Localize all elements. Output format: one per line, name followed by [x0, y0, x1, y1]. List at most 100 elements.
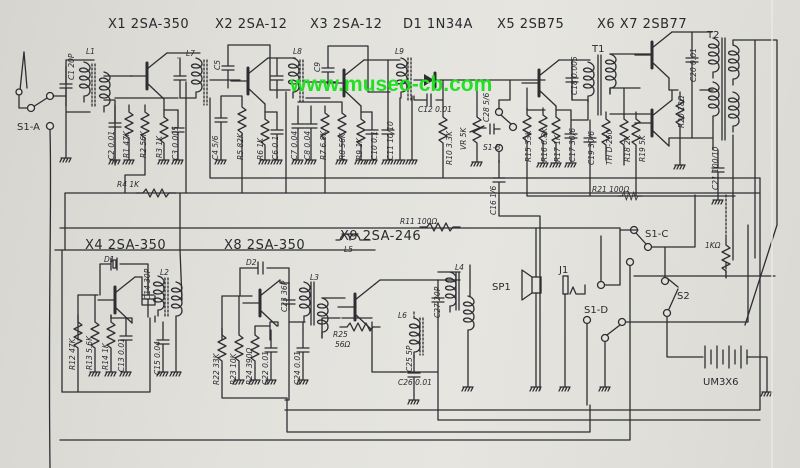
label-c27: C27 20P	[433, 286, 442, 318]
transformer-t2-primary	[707, 37, 720, 79]
switch-s1-b[interactable]	[494, 79, 518, 164]
label-r6: R6 1K	[256, 137, 265, 160]
label-r17: R17 1K	[553, 134, 562, 162]
transformer-t2-primary-lower	[707, 81, 720, 123]
coil-l1-secondary	[98, 71, 111, 113]
switch-s1-c[interactable]	[59, 194, 696, 441]
label-c10: C10 0.1	[370, 131, 379, 160]
label-r7: R7 6.8K	[319, 130, 328, 160]
label-l1: L1	[86, 47, 95, 56]
ground-icon	[673, 164, 686, 170]
label-l7: L7	[186, 49, 195, 58]
label-c4: C4 5/6	[211, 135, 220, 160]
label-r13: R13 5.6K	[85, 335, 94, 370]
label-l2: L2	[160, 268, 169, 277]
ground-icon	[407, 399, 420, 405]
header-d1: D1 1N34A	[403, 17, 473, 32]
label-r8: R8 56K	[338, 132, 347, 160]
label-c6: C6 0.1	[271, 136, 280, 160]
label-r5: R5 82K	[236, 132, 245, 160]
header-x8: X8 2SA-350	[224, 238, 305, 253]
label-r1: R1 47K	[122, 130, 131, 158]
label-l8: L8	[293, 47, 302, 56]
label-r12: R12 47K	[68, 337, 77, 370]
transistor-x6	[633, 30, 674, 80]
header-x2: X2 2SA-12	[215, 17, 287, 32]
label-s1-c: S1-C	[645, 229, 668, 240]
label-1k-ohm: 1KΩ	[705, 241, 721, 250]
label-c14: C14 30P	[143, 268, 152, 300]
transistor-x9	[336, 282, 377, 332]
transistor-x8	[241, 278, 282, 328]
label-c16: C16 1/6	[489, 186, 498, 215]
header-x4: X4 2SA-350	[85, 238, 166, 253]
resistor-r4	[135, 188, 177, 198]
label-c28: C28 5/6	[482, 93, 491, 122]
label-r3: R3 1K	[155, 135, 164, 158]
label-c25: C25 5P	[405, 345, 414, 372]
ground-icon	[598, 386, 611, 392]
watermark: www.museo-cb.com	[289, 73, 492, 96]
transistor-x2	[229, 56, 270, 106]
ground-icon	[536, 162, 549, 168]
jack-j1[interactable]	[558, 235, 606, 392]
coil-l4-secondary	[462, 295, 475, 337]
label-r11: R11 100Ω	[400, 217, 437, 226]
label-vr: VR 5K	[459, 127, 468, 150]
label-battery: UM3X6	[703, 377, 739, 388]
switch-s1-d[interactable]	[582, 224, 749, 406]
label-th: TH D-250	[605, 129, 614, 165]
switch-s1-a[interactable]	[18, 91, 67, 468]
ground-icon	[88, 371, 101, 377]
ground-icon	[529, 386, 542, 392]
label-l5: L5	[344, 245, 353, 254]
transistor-x1	[128, 51, 169, 101]
label-c21: C21 100/10	[711, 146, 720, 190]
coil-l2-secondary	[170, 281, 183, 323]
label-r2: R2 56K	[139, 130, 148, 158]
label-c7: C7 0.04	[290, 131, 299, 160]
ground-icon	[169, 371, 182, 377]
header-x5: X5 2SB75	[497, 17, 564, 32]
label-s1-b: S1-B	[483, 143, 500, 152]
ground-icon	[470, 161, 483, 167]
switch-s2[interactable]	[633, 275, 776, 358]
coil-l5	[335, 233, 371, 241]
antenna	[15, 51, 28, 96]
label-r22: R22 33K	[212, 352, 221, 385]
label-r25: R25	[333, 330, 348, 339]
label-s1-d: S1-D	[584, 305, 608, 316]
ground-icon	[157, 159, 170, 165]
ground-icon	[711, 199, 724, 205]
label-j1: J1	[558, 265, 568, 276]
label-c26: C26 0.01	[398, 378, 432, 387]
label-c11: C11 10/10	[386, 121, 395, 160]
ground-icon	[461, 386, 474, 392]
label-l3: L3	[310, 273, 319, 282]
ground-icon	[122, 159, 135, 165]
label-r14: R14 1K	[101, 342, 110, 370]
coil-l4	[444, 271, 457, 313]
ground-icon	[558, 386, 571, 392]
battery-um3x6	[704, 345, 773, 397]
label-r16: R16 6.8K	[540, 127, 549, 162]
ground-icon	[564, 162, 577, 168]
label-r20: R20 18Ω	[677, 95, 686, 128]
label-c3: C3 0.005	[171, 126, 180, 160]
label-l6: L6	[398, 311, 407, 320]
transformer-t1-primary	[582, 61, 595, 103]
capacitor-c4	[214, 99, 228, 141]
label-c15: C15 0.04	[153, 341, 162, 375]
ground-icon	[104, 371, 117, 377]
label-c13: C13 0.01	[117, 338, 126, 372]
diode-d1	[413, 71, 546, 89]
header-x1: X1 2SA-350	[108, 17, 189, 32]
label-c17: C17 30/6	[568, 128, 577, 162]
label-r19: R19 5K	[638, 134, 647, 162]
label-d2: D2	[246, 258, 257, 267]
label-c23: C23 36P	[280, 280, 289, 312]
label-r4: R4 1K	[117, 180, 140, 189]
ground-icon	[760, 391, 773, 397]
label-c24: C24 0.01	[293, 351, 302, 385]
